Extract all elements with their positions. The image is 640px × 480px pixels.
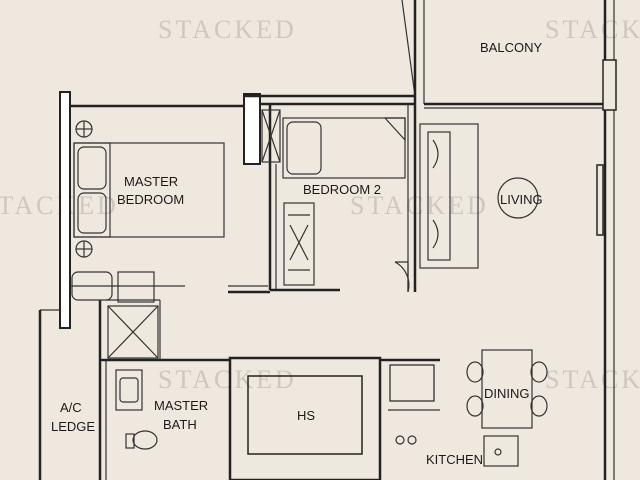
room-labels: BALCONY MASTER BEDROOM BEDROOM 2 LIVING …	[51, 40, 543, 467]
watermark-mid-left: STACKED	[0, 191, 119, 220]
bath-fixtures	[71, 271, 159, 450]
watermark-bottom-left: STACKED	[158, 365, 297, 394]
watermark-top-right: STACKED	[545, 15, 640, 44]
kitchen-fixtures	[395, 435, 519, 467]
watermark-bottom-right: STACKED	[545, 365, 640, 394]
master-bed	[73, 120, 225, 258]
wardrobes	[261, 109, 315, 286]
label-master-bath-2: BATH	[163, 417, 197, 432]
label-bedroom-2: BEDROOM 2	[303, 182, 381, 197]
watermark-mid-center: STACKED	[350, 191, 489, 220]
label-dining: DINING	[484, 386, 530, 401]
label-master-bedroom-1: MASTER	[124, 174, 178, 189]
watermarks: STACKED STACKED STACKED STACKED STACKED …	[0, 15, 640, 394]
label-balcony: BALCONY	[480, 40, 542, 55]
label-master-bath-1: MASTER	[154, 398, 208, 413]
label-living: LIVING	[500, 192, 543, 207]
watermark-top-left: STACKED	[158, 15, 297, 44]
label-master-bedroom-2: BEDROOM	[117, 192, 184, 207]
label-ac-ledge-1: A/C	[60, 400, 82, 415]
label-hs: HS	[297, 408, 315, 423]
sofa	[419, 123, 479, 269]
dining-table	[466, 349, 548, 429]
living-marker	[497, 177, 539, 219]
label-kitchen: KITCHEN	[426, 452, 483, 467]
walls	[38, 0, 617, 480]
bedroom-2-bed	[282, 117, 406, 179]
label-ac-ledge-2: LEDGE	[51, 419, 95, 434]
